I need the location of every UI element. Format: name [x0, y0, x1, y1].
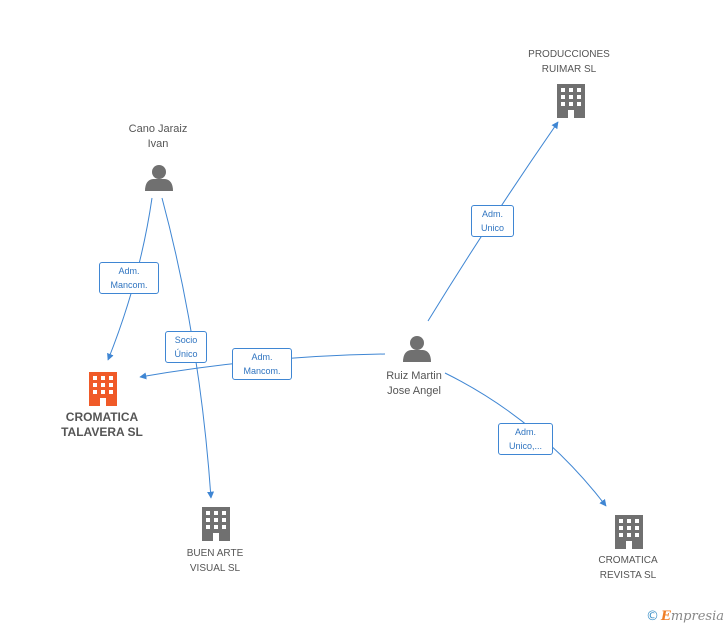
edge-label-cano-buenarte[interactable]: Socio Único	[165, 331, 207, 363]
node-label-line: Ivan	[147, 138, 169, 150]
building-icon[interactable]	[202, 507, 230, 541]
edge-label-line: Unico	[480, 223, 504, 233]
edge-label-line: Adm.	[251, 352, 273, 362]
node-label-line: Jose Angel	[387, 385, 441, 397]
node-label-line: CROMATICA	[598, 555, 658, 566]
person-icon[interactable]	[145, 165, 173, 191]
brand-initial: E	[660, 609, 671, 624]
edge-label-line: Adm.	[514, 427, 536, 437]
node-label-line: Ruiz Martin	[386, 370, 442, 382]
node-label-ruiz[interactable]: Ruiz Martin Jose Angel	[386, 369, 442, 399]
node-label-cromatica-revista[interactable]: CROMATICA REVISTA SL	[598, 553, 657, 583]
building-icon[interactable]	[557, 84, 585, 118]
node-label-producciones[interactable]: PRODUCCIONES RUIMAR SL	[528, 47, 610, 77]
node-label-cano[interactable]: Cano Jaraiz Ivan	[129, 122, 188, 152]
edge-label-line: Mancom.	[110, 280, 148, 290]
node-label-line: RUIMAR SL	[541, 64, 597, 75]
edge-label-line: Socio	[174, 335, 198, 345]
person-icon[interactable]	[403, 336, 431, 362]
node-label-line: Cano Jaraiz	[128, 123, 188, 135]
node-label-line: CROMATICA	[65, 410, 139, 424]
node-label-line: BUEN ARTE	[186, 548, 244, 559]
brand-name: mpresia	[670, 609, 724, 624]
edge-label-line: Adm.	[118, 266, 140, 276]
node-label-buen-arte[interactable]: BUEN ARTE VISUAL SL	[187, 546, 244, 576]
edge-label-cano-talavera[interactable]: Adm. Mancom.	[99, 262, 159, 294]
edge-label-line: Adm.	[481, 209, 503, 219]
node-label-line: PRODUCCIONES	[528, 49, 610, 60]
copyright-icon: ©	[645, 609, 659, 624]
edge-label-ruiz-revista[interactable]: Adm. Unico,...	[498, 423, 553, 455]
building-icon[interactable]	[615, 515, 643, 549]
building-icon[interactable]	[89, 372, 117, 406]
edge-label-line: Único	[174, 349, 198, 359]
node-label-line: REVISTA SL	[599, 570, 657, 581]
edge-label-line: Mancom.	[243, 366, 281, 376]
node-label-line: VISUAL SL	[189, 563, 241, 574]
edge-label-ruiz-producciones[interactable]: Adm. Unico	[471, 205, 514, 237]
empresia-brand[interactable]: ©Empresia	[646, 609, 724, 624]
edge-label-line: Unico,...	[508, 441, 542, 451]
edge-label-ruiz-talavera[interactable]: Adm. Mancom.	[232, 348, 292, 380]
node-label-line: TALAVERA SL	[61, 425, 143, 439]
node-label-cromatica-talavera[interactable]: CROMATICA TALAVERA SL	[61, 410, 143, 440]
